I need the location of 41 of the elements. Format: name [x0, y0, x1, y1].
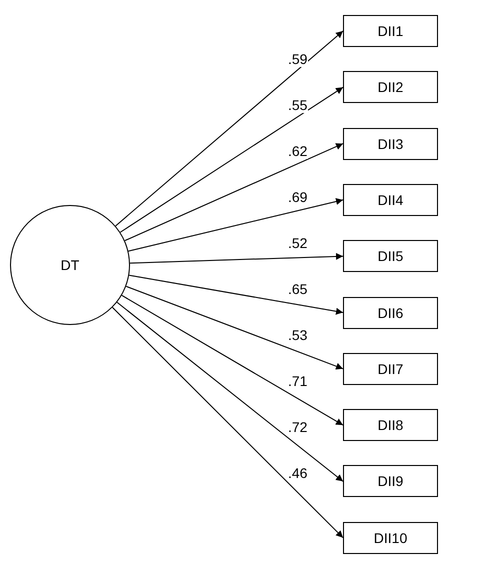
- edge-label: .65: [287, 282, 308, 297]
- arrow: [112, 306, 344, 538]
- edge-label: .52: [287, 236, 308, 251]
- arrow: [128, 274, 344, 315]
- indicator-box: [343, 128, 438, 160]
- indicator-box: [343, 296, 438, 328]
- arrow: [116, 302, 344, 482]
- node-label: DII9: [378, 473, 404, 490]
- edge-label: .53: [287, 328, 308, 343]
- node-label: DII1: [378, 23, 404, 39]
- node-label: DII4: [378, 192, 404, 208]
- node-label: DII8: [378, 417, 404, 434]
- arrow: [128, 198, 344, 252]
- node-label: DT: [60, 257, 80, 273]
- indicator-box: [343, 352, 438, 385]
- arrow: [129, 252, 344, 264]
- edge-label: .71: [287, 374, 308, 389]
- arrow: [115, 30, 344, 226]
- node-label: DII6: [378, 304, 404, 320]
- edge-label: .72: [287, 420, 308, 435]
- indicator-box: [343, 409, 438, 442]
- indicator-box: [343, 522, 438, 554]
- indicator-box: [343, 184, 438, 216]
- node-label: DII10: [374, 530, 408, 546]
- indicator-box: [343, 465, 438, 498]
- arrow: [120, 86, 344, 233]
- indicator-box: [343, 240, 438, 272]
- edge-label: .62: [287, 144, 308, 159]
- arrow: [121, 294, 344, 426]
- indicator-box: [343, 15, 438, 47]
- edge-label: .46: [287, 466, 308, 481]
- edge-label: .69: [287, 190, 308, 205]
- indicator-box: [343, 71, 438, 104]
- node-label: DII2: [378, 79, 404, 96]
- node-label: DII3: [378, 136, 404, 152]
- node-label: DII7: [378, 360, 404, 377]
- node-label: DII5: [378, 248, 404, 264]
- arrow: [126, 286, 344, 370]
- edge-label: .55: [287, 98, 308, 113]
- arrow: [124, 143, 344, 242]
- edge-label: .59: [287, 52, 308, 67]
